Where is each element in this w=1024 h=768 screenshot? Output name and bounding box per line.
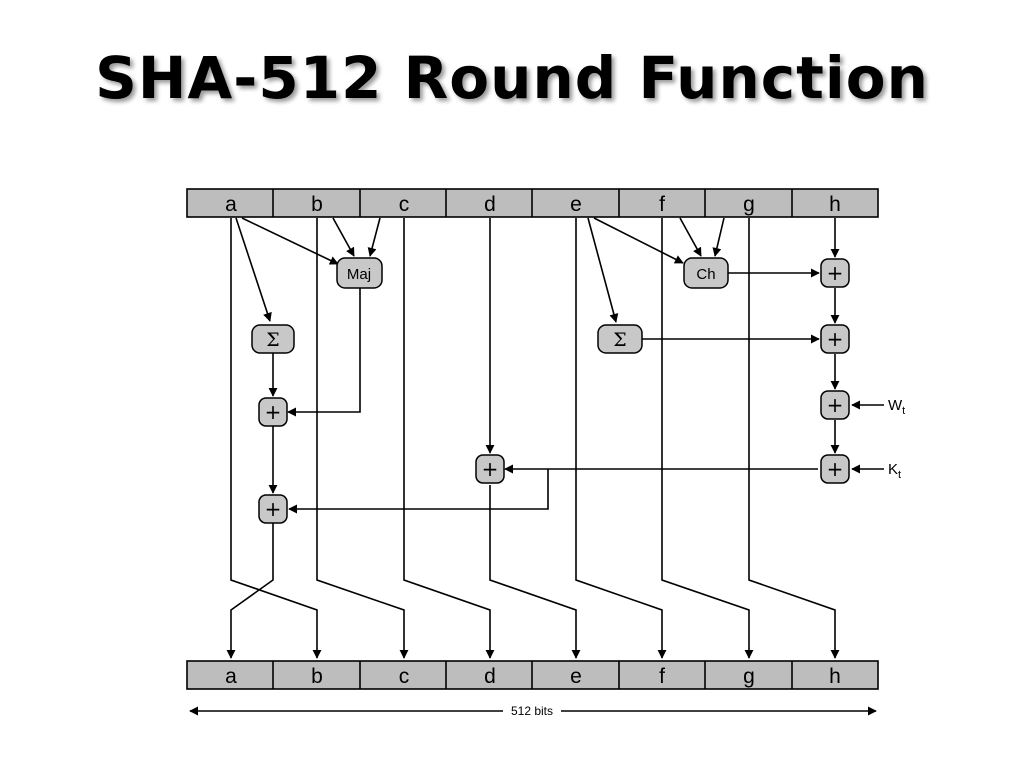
top-register-f: f — [659, 193, 665, 216]
top-register-b: b — [311, 193, 323, 216]
adder-h3: + — [820, 390, 850, 420]
ch-box: Ch — [683, 257, 729, 289]
top-register-g: g — [743, 193, 755, 216]
bottom-register-b: b — [311, 665, 323, 688]
adder-a-upper: + — [258, 397, 288, 427]
width-dimension: 512 bits — [189, 704, 877, 718]
maj-box: Maj — [336, 257, 383, 289]
adder-h4: + — [820, 454, 850, 484]
adder-h2-plus: + — [827, 327, 844, 351]
adder-a-lower-plus: + — [265, 497, 282, 521]
sigma1-label: Σ — [613, 329, 626, 351]
adder-h3-plus: + — [827, 393, 844, 417]
adder-h4-plus: + — [827, 457, 844, 481]
adder-h1: + — [820, 258, 850, 288]
width-label: 512 bits — [511, 704, 553, 718]
bottom-register-d: d — [484, 665, 496, 688]
wires — [226, 217, 884, 659]
adder-h1-plus: + — [827, 261, 844, 285]
adder-d-plus: + — [482, 457, 499, 481]
top-register-bar: a b c d e f g h — [186, 188, 879, 218]
bottom-register-bar: a b c d e f g h — [186, 660, 879, 690]
bottom-register-h: h — [829, 665, 841, 688]
bottom-register-e: e — [570, 665, 582, 688]
k-input-label: Kt — [888, 461, 901, 481]
adder-d: + — [475, 454, 505, 484]
sigma1-box: Σ — [597, 324, 643, 354]
bottom-register-g: g — [743, 665, 755, 688]
top-register-e: e — [570, 193, 582, 216]
sigma0-box: Σ — [251, 324, 295, 354]
ch-label: Ch — [696, 266, 715, 283]
top-register-c: c — [399, 193, 410, 216]
maj-label: Maj — [347, 266, 371, 283]
adder-h2: + — [820, 324, 850, 354]
w-input-label: Wt — [888, 397, 905, 417]
top-register-a: a — [225, 193, 237, 216]
top-register-d: d — [484, 193, 496, 216]
adder-a-upper-plus: + — [265, 400, 282, 424]
adder-a-lower: + — [258, 494, 288, 524]
sigma0-label: Σ — [266, 329, 279, 351]
bottom-register-c: c — [399, 665, 410, 688]
slide-title: SHA-512 Round Function — [95, 44, 929, 112]
bottom-register-f: f — [659, 665, 665, 688]
bottom-register-a: a — [225, 665, 237, 688]
top-register-h: h — [829, 193, 841, 216]
